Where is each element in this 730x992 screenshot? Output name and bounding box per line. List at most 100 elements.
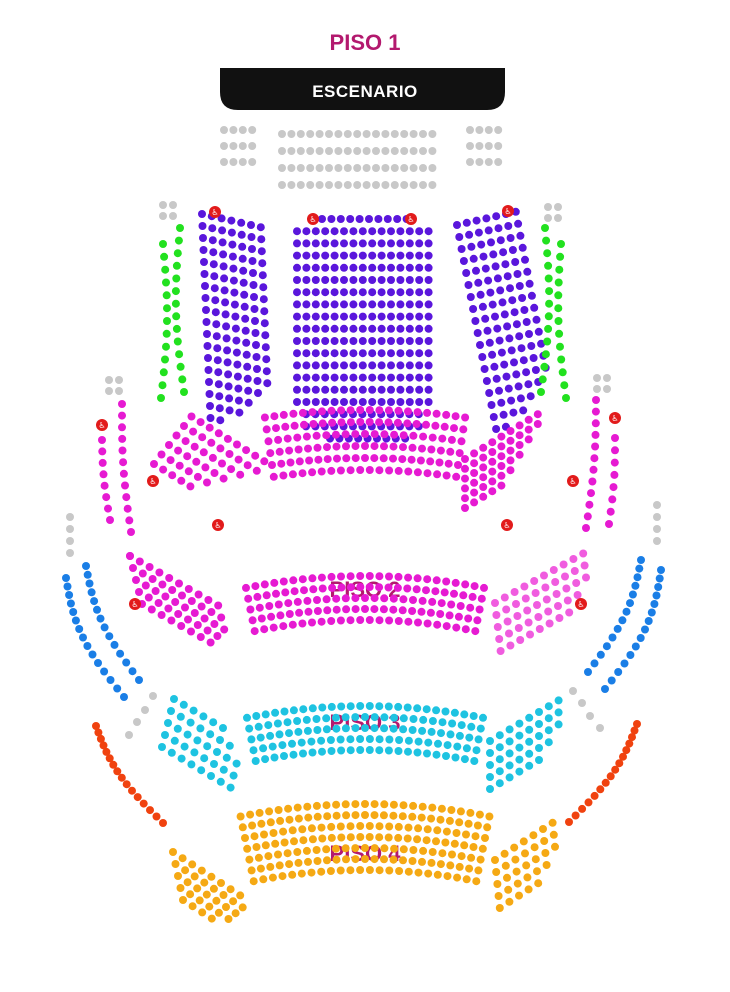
seat-p1-box-left[interactable]	[119, 469, 128, 478]
seat-p1-center[interactable]	[349, 251, 358, 260]
seat-p4-center[interactable]	[341, 800, 350, 809]
seat-p1-box-right[interactable]	[591, 442, 600, 451]
seat-p1-box-left[interactable]	[98, 458, 107, 467]
seat-p3-center[interactable]	[254, 722, 263, 731]
seat-p2-blue-left[interactable]	[90, 597, 99, 606]
seat-p1-left[interactable]	[216, 416, 225, 425]
seat-p2-center[interactable]	[452, 623, 461, 632]
seat-p1-right[interactable]	[462, 269, 471, 277]
seat-p1-center[interactable]	[405, 349, 414, 358]
seat-p1-center[interactable]	[330, 276, 339, 284]
seat-p1-right[interactable]	[459, 257, 468, 265]
seat-p4-left[interactable]	[202, 890, 211, 899]
seat-p1-left[interactable]	[204, 354, 212, 362]
seat-p3-center[interactable]	[307, 737, 316, 746]
seat-p4-center[interactable]	[246, 810, 255, 819]
seat-p1-center[interactable]	[340, 324, 348, 333]
seat-p2-right[interactable]	[563, 596, 572, 605]
seat-p1-center[interactable]	[293, 227, 301, 236]
seat-p1-center[interactable]	[358, 276, 367, 284]
seat-p4-center[interactable]	[361, 811, 369, 819]
seat-p1-arc-left[interactable]	[207, 438, 216, 447]
seat-p1-green-left[interactable]	[180, 388, 188, 396]
seat-p1-right[interactable]	[469, 254, 478, 263]
seat-p2-blue-right[interactable]	[644, 617, 653, 625]
seat-p1-center[interactable]	[368, 312, 377, 321]
seat-p2-blue-left[interactable]	[100, 667, 109, 676]
seat-p1-center-lower[interactable]	[298, 408, 307, 417]
seat-p2-blue-right[interactable]	[635, 564, 644, 573]
seat-p1-left[interactable]	[218, 226, 227, 235]
seat-p1-green-left[interactable]	[178, 375, 187, 384]
seat-p3-center[interactable]	[432, 750, 441, 759]
seat-p3-center[interactable]	[472, 746, 481, 755]
seat-p3-left[interactable]	[225, 741, 234, 750]
seat-p1-center[interactable]	[405, 337, 414, 345]
seat-p4-right[interactable]	[549, 830, 558, 839]
seat-p1-center[interactable]	[396, 349, 405, 358]
seat-p3-left[interactable]	[193, 736, 202, 745]
seat-p2-center[interactable]	[375, 572, 384, 581]
seat-p1-center[interactable]	[302, 398, 311, 406]
seat-p1-center[interactable]	[377, 373, 386, 382]
seat-p1-center[interactable]	[396, 300, 405, 309]
seat-p1-left[interactable]	[249, 281, 258, 289]
seat-p1-left[interactable]	[212, 332, 221, 341]
seat-p1-arc-left[interactable]	[210, 469, 219, 477]
seat-p1-arc-right[interactable]	[470, 488, 479, 497]
seat-p1-center-lower[interactable]	[380, 430, 389, 439]
seat-p1-green-right[interactable]	[543, 249, 552, 258]
seat-p3-red-right[interactable]	[590, 791, 599, 800]
seat-p1-left[interactable]	[198, 210, 206, 218]
seat-p2-right[interactable]	[524, 618, 533, 627]
seat-p4-center[interactable]	[441, 838, 450, 847]
seat-p1-left[interactable]	[229, 276, 238, 285]
seat-p3-right[interactable]	[495, 731, 504, 740]
seat-p3-center[interactable]	[450, 708, 459, 717]
seat-p1-center-lower[interactable]	[432, 409, 441, 418]
seat-p4-center[interactable]	[259, 875, 268, 884]
seat-p1-center-lower[interactable]	[318, 407, 326, 416]
seat-p1-center-lower[interactable]	[423, 408, 432, 417]
seat-p1-left[interactable]	[237, 230, 246, 239]
seat-p1-center[interactable]	[293, 239, 301, 248]
seat-p1-box-left[interactable]	[118, 400, 126, 408]
seat-p3-center[interactable]	[271, 708, 280, 717]
seat-p4-left[interactable]	[198, 908, 207, 917]
seat-p1-box-left[interactable]	[104, 504, 112, 513]
seat-p1-center-lower[interactable]	[313, 443, 322, 452]
seat-p3-center[interactable]	[414, 737, 423, 746]
seat-p1-right[interactable]	[457, 245, 466, 253]
seat-p4-center[interactable]	[351, 855, 360, 864]
seat-p4-center[interactable]	[475, 810, 484, 819]
seat-p4-right[interactable]	[521, 849, 529, 858]
seat-p2-left[interactable]	[196, 633, 205, 641]
seat-p3-center[interactable]	[380, 724, 389, 733]
seat-p2-blue-right[interactable]	[622, 607, 631, 616]
seat-p4-center[interactable]	[361, 844, 369, 852]
seat-p1-box-right[interactable]	[591, 419, 600, 428]
seat-p1-center[interactable]	[415, 385, 424, 394]
seat-p4-center[interactable]	[285, 815, 294, 824]
seat-p4-center[interactable]	[312, 846, 321, 854]
seat-p4-center[interactable]	[332, 855, 341, 864]
seat-p3-center[interactable]	[247, 735, 256, 744]
seat-p1-center[interactable]	[302, 385, 311, 394]
seat-p3-center[interactable]	[299, 705, 308, 714]
seat-p1-green-left[interactable]	[159, 240, 167, 248]
seat-p1-center-lower[interactable]	[277, 459, 286, 468]
seat-p3-center[interactable]	[356, 746, 365, 754]
seat-p1-center[interactable]	[340, 263, 348, 272]
seat-p1-center[interactable]	[330, 361, 339, 370]
seat-p1-arc-right[interactable]	[506, 436, 515, 445]
seat-p1-arc-left[interactable]	[150, 460, 158, 468]
seat-p1-center-lower[interactable]	[440, 422, 449, 431]
seat-p1-left[interactable]	[242, 350, 251, 359]
seat-p1-green-left[interactable]	[172, 312, 181, 321]
seat-p2-blue-left[interactable]	[62, 574, 70, 582]
seat-p1-center[interactable]	[330, 385, 339, 394]
seat-p4-right[interactable]	[548, 818, 557, 827]
seat-p1-center-lower[interactable]	[351, 430, 360, 439]
seat-p2-center[interactable]	[389, 605, 398, 614]
seat-p1-right[interactable]	[507, 346, 516, 355]
